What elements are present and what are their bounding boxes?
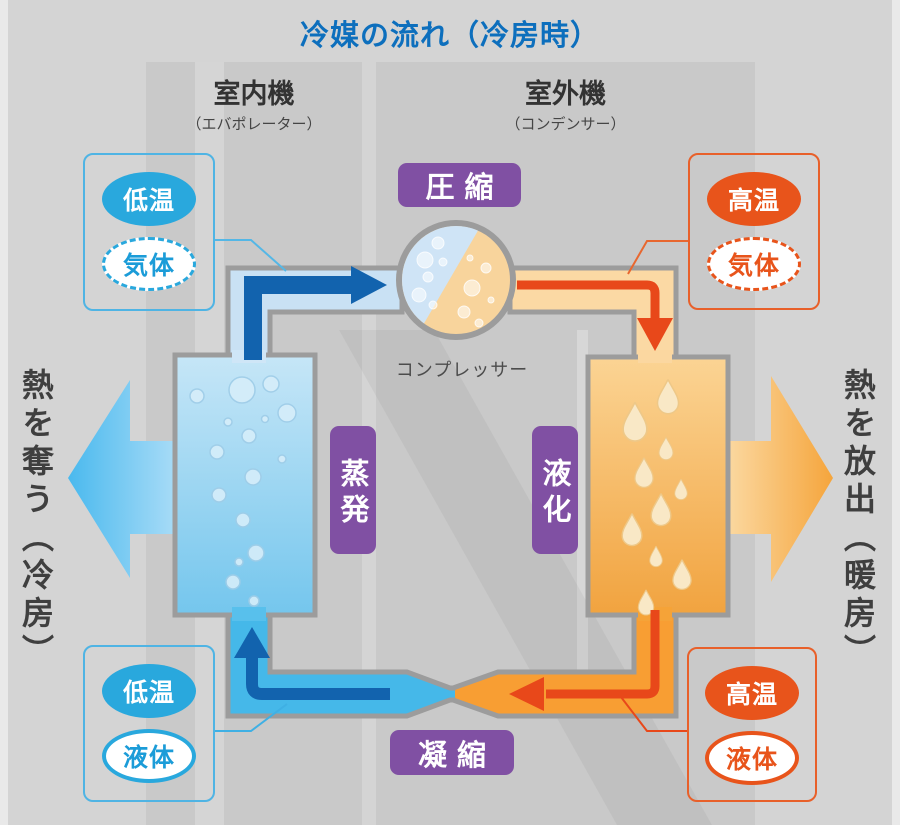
flow-arrow-evap-to-compressor (244, 266, 387, 360)
indoor-unit-header: 室内機 （エバポレーター） (146, 80, 362, 134)
high-temp-badge: 高温 (707, 172, 801, 226)
low-temp-badge: 低温 (102, 664, 196, 718)
outdoor-unit-name: 室外機 (525, 79, 606, 110)
condenser-tank (585, 350, 731, 621)
high-temp-badge: 高温 (705, 666, 799, 720)
diagram-title: 冷媒の流れ（冷房時） (299, 18, 600, 52)
indoor-unit-subtitle: （エバポレーター） (186, 114, 322, 133)
flow-arrow-condenser-to-valve (509, 610, 660, 711)
flow-arrow-valve-to-evap (234, 627, 390, 700)
heat-release-text: 熱を放出（暖房） (839, 368, 877, 672)
evaporator-bubbles (189, 375, 297, 607)
outdoor-unit-subtitle: （コンデンサー） (505, 114, 626, 133)
badge-box-low-temp-liquid: 低温 液体 (83, 645, 215, 802)
condensation-label: 凝縮 (390, 730, 514, 775)
evaporation-label: 蒸発 (330, 426, 376, 554)
liquefaction-label: 液化 (532, 426, 578, 554)
compressor-caption: コンプレッサー (395, 360, 529, 381)
flow-arrow-compressor-to-condenser (517, 280, 673, 351)
flow-arrows (234, 266, 673, 711)
evaporator-tank (172, 350, 318, 621)
heat-out-left-arrow (68, 380, 177, 578)
compressor (396, 220, 516, 340)
liquid-state-badge: 液体 (705, 731, 799, 785)
heat-absorb-text: 熱を奪う（冷房） (17, 368, 55, 672)
indoor-unit-name: 室内機 (213, 79, 295, 110)
compressor-bubbles (411, 236, 495, 328)
badge-box-high-temp-liquid: 高温 液体 (687, 647, 817, 802)
gas-state-badge: 気体 (102, 237, 196, 291)
compression-label: 圧縮 (398, 163, 521, 207)
liquid-state-badge: 液体 (102, 729, 196, 783)
low-temp-badge: 低温 (102, 172, 196, 226)
badge-box-high-temp-gas: 高温 気体 (688, 153, 820, 310)
badge-box-low-temp-gas: 低温 気体 (83, 153, 215, 311)
expansion-valve-neck (447, 690, 463, 698)
badge-connectors (215, 239, 688, 732)
condenser-droplets (621, 379, 692, 616)
outdoor-unit-header: 室外機 （コンデンサー） (376, 80, 755, 134)
gas-state-badge: 気体 (707, 237, 801, 291)
heat-out-right-arrow (726, 376, 833, 582)
